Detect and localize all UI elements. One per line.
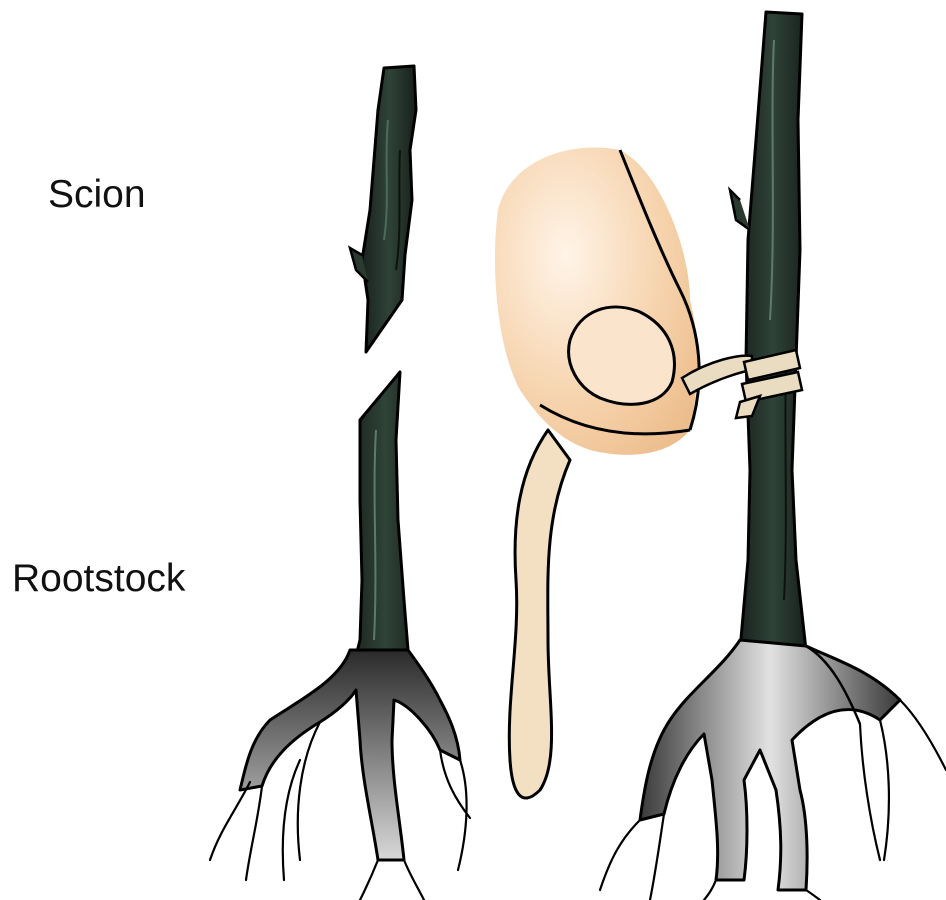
scion-cutting-icon [350,66,416,352]
thumb-icon [495,148,699,799]
rootstock-icon [210,372,470,900]
grafted-plant-icon [600,12,946,900]
